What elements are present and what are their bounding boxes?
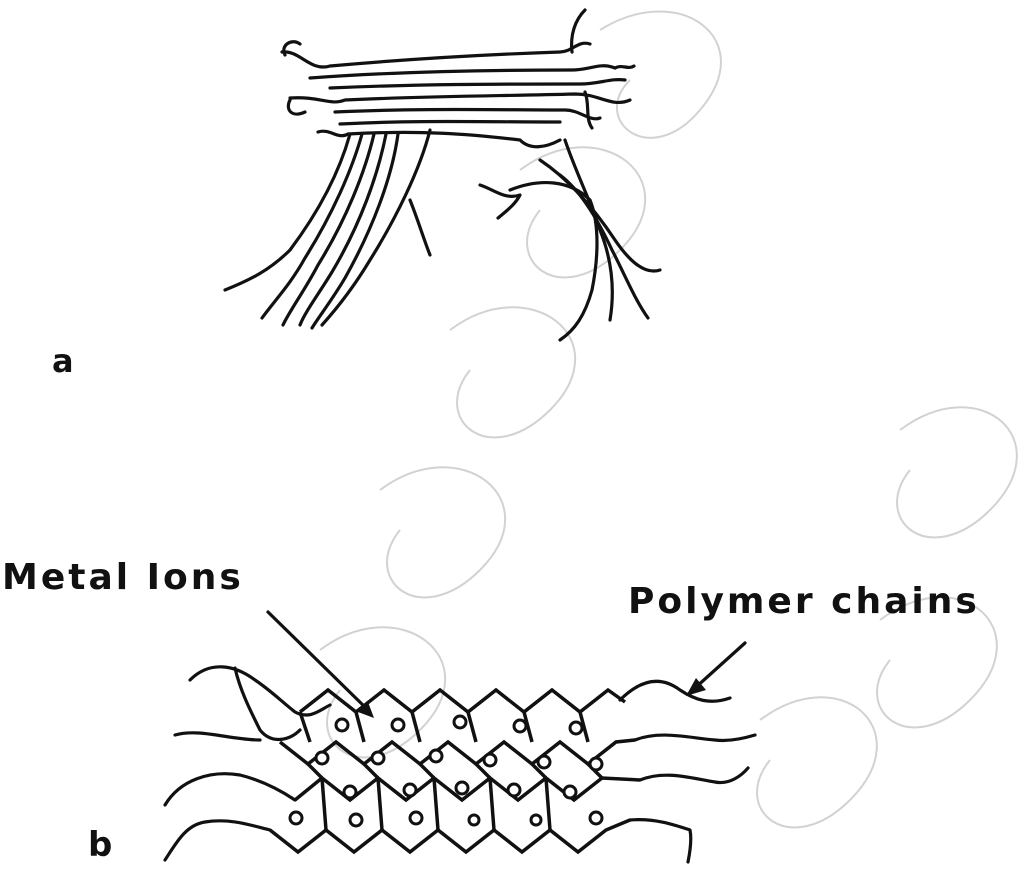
crystal-chain [330,80,625,88]
fringe-chain [283,134,374,325]
lattice-chain [280,740,635,764]
polymer-chain [630,820,691,862]
metal-ion-circle-icon [392,719,404,731]
crystal-chain [340,122,560,125]
fringe-chain [300,134,386,325]
chain-end [615,66,634,68]
metal-ion-circle-icon [514,720,526,732]
metal-ion-circle-icon [590,758,602,770]
fringe-chain [262,134,362,318]
metal-ion-circle-icon [372,752,384,764]
panel-a-crystallite [225,10,660,340]
metal-ion-circle-icon [350,814,362,826]
metal-ion-circle-icon [430,750,442,762]
metal-ion-group [290,716,602,826]
fringe-chain [510,183,597,340]
metal-ion-circle-icon [570,722,582,734]
metal-ion-circle-icon [290,812,302,824]
polymer-chain [190,667,330,715]
metal-ion-circle-icon [456,782,468,794]
metal-ion-circle-icon [508,784,520,796]
panel-b-ionomer [165,612,755,862]
fringe-chain [560,175,648,318]
crystal-chain [290,94,630,102]
metal-ion-circle-icon [316,752,328,764]
panel-b-label: b [88,825,112,865]
panel-a-label: a [52,342,74,380]
lattice-chain [308,764,602,778]
fringe-chain [410,200,430,255]
metal-ion-circle-icon [336,719,348,731]
crystal-chain [318,131,560,147]
crystal-chain [310,66,615,78]
metal-ion-circle-icon [344,786,356,798]
crystal-chain [282,43,590,67]
metal-ion-circle-icon [531,815,541,825]
chain-end [288,100,305,114]
polymer-chains-arrow [686,643,745,696]
polymer-chain [620,681,730,701]
metal-ion-circle-icon [564,786,576,798]
metal-ions-label: Metal Ions [2,557,244,598]
crystal-chain [335,110,600,119]
fringe-chain [565,140,612,320]
polymer-chain [175,733,260,740]
polymer-chain [635,735,755,741]
metal-ion-circle-icon [404,784,416,796]
metal-ion-circle-icon [538,756,550,768]
polymer-chain [640,768,748,783]
polymer-chain [165,774,295,805]
metal-ion-circle-icon [484,754,496,766]
metal-ion-circle-icon [590,812,602,824]
metal-ion-circle-icon [469,815,479,825]
polymer-chain [235,668,300,739]
polymer-chain [165,821,270,860]
polymer-chains-label: Polymer chains [628,581,980,622]
metal-ion-circle-icon [410,812,422,824]
metal-ion-circle-icon [454,716,466,728]
